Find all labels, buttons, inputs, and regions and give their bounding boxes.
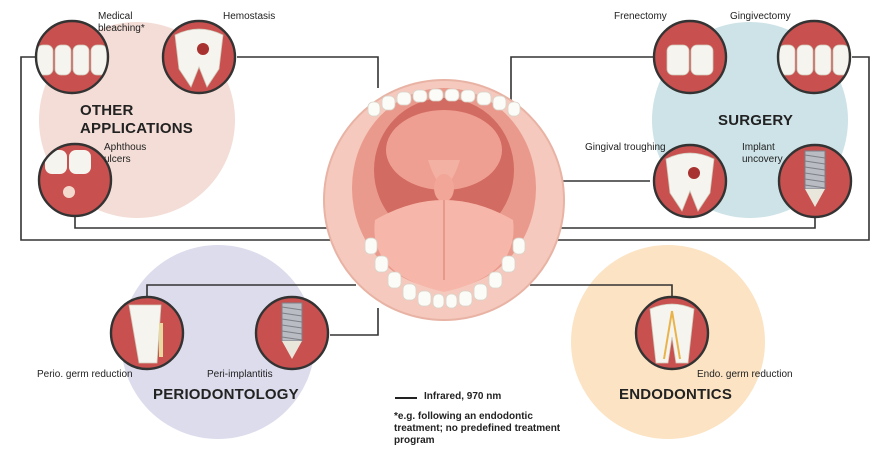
procedure-image-medical-bleaching — [34, 19, 110, 95]
label-perio-germ-reduction: Perio. germ reduction — [37, 369, 133, 380]
category-surgery: SURGERY — [718, 112, 794, 129]
procedure-image-peri-implantitis — [254, 295, 330, 371]
label-peri-implantitis: Peri-implantitis — [207, 369, 273, 380]
legend-line-swatch — [395, 397, 417, 399]
label-implant-uncovery: Implant uncovery — [742, 142, 783, 165]
label-gingival-troughing: Gingival troughing — [585, 142, 666, 153]
procedure-image-aphthous-ulcers — [37, 142, 113, 218]
footnote: *e.g. following an endodontic treatment;… — [394, 411, 561, 446]
mouth-illustration — [323, 79, 565, 321]
category-periodontology: PERIODONTOLOGY — [153, 386, 299, 403]
label-hemostasis: Hemostasis — [223, 11, 276, 22]
procedure-image-perio-germ-reduction — [109, 295, 185, 371]
procedure-image-gingival-troughing — [652, 143, 728, 219]
label-aphthous-ulcers: Aphthous ulcers — [104, 142, 147, 165]
legend-label: Infrared, 970 nm — [424, 391, 502, 402]
label-medical-bleaching: Medical bleaching* — [98, 11, 145, 34]
periodontology-bg — [121, 245, 315, 439]
label-frenectomy: Frenectomy — [614, 11, 667, 22]
procedure-image-gingivectomy — [776, 19, 852, 95]
category-other-applications: OTHER APPLICATIONS — [80, 102, 193, 137]
procedure-image-hemostasis — [161, 19, 237, 95]
procedure-image-endo-germ-reduction — [634, 295, 710, 371]
category-endodontics: ENDODONTICS — [619, 386, 733, 403]
label-endo-germ-reduction: Endo. germ reduction — [697, 369, 793, 380]
label-gingivectomy: Gingivectomy — [730, 11, 791, 22]
procedure-image-implant-uncovery — [777, 143, 853, 219]
procedure-image-frenectomy — [652, 19, 728, 95]
